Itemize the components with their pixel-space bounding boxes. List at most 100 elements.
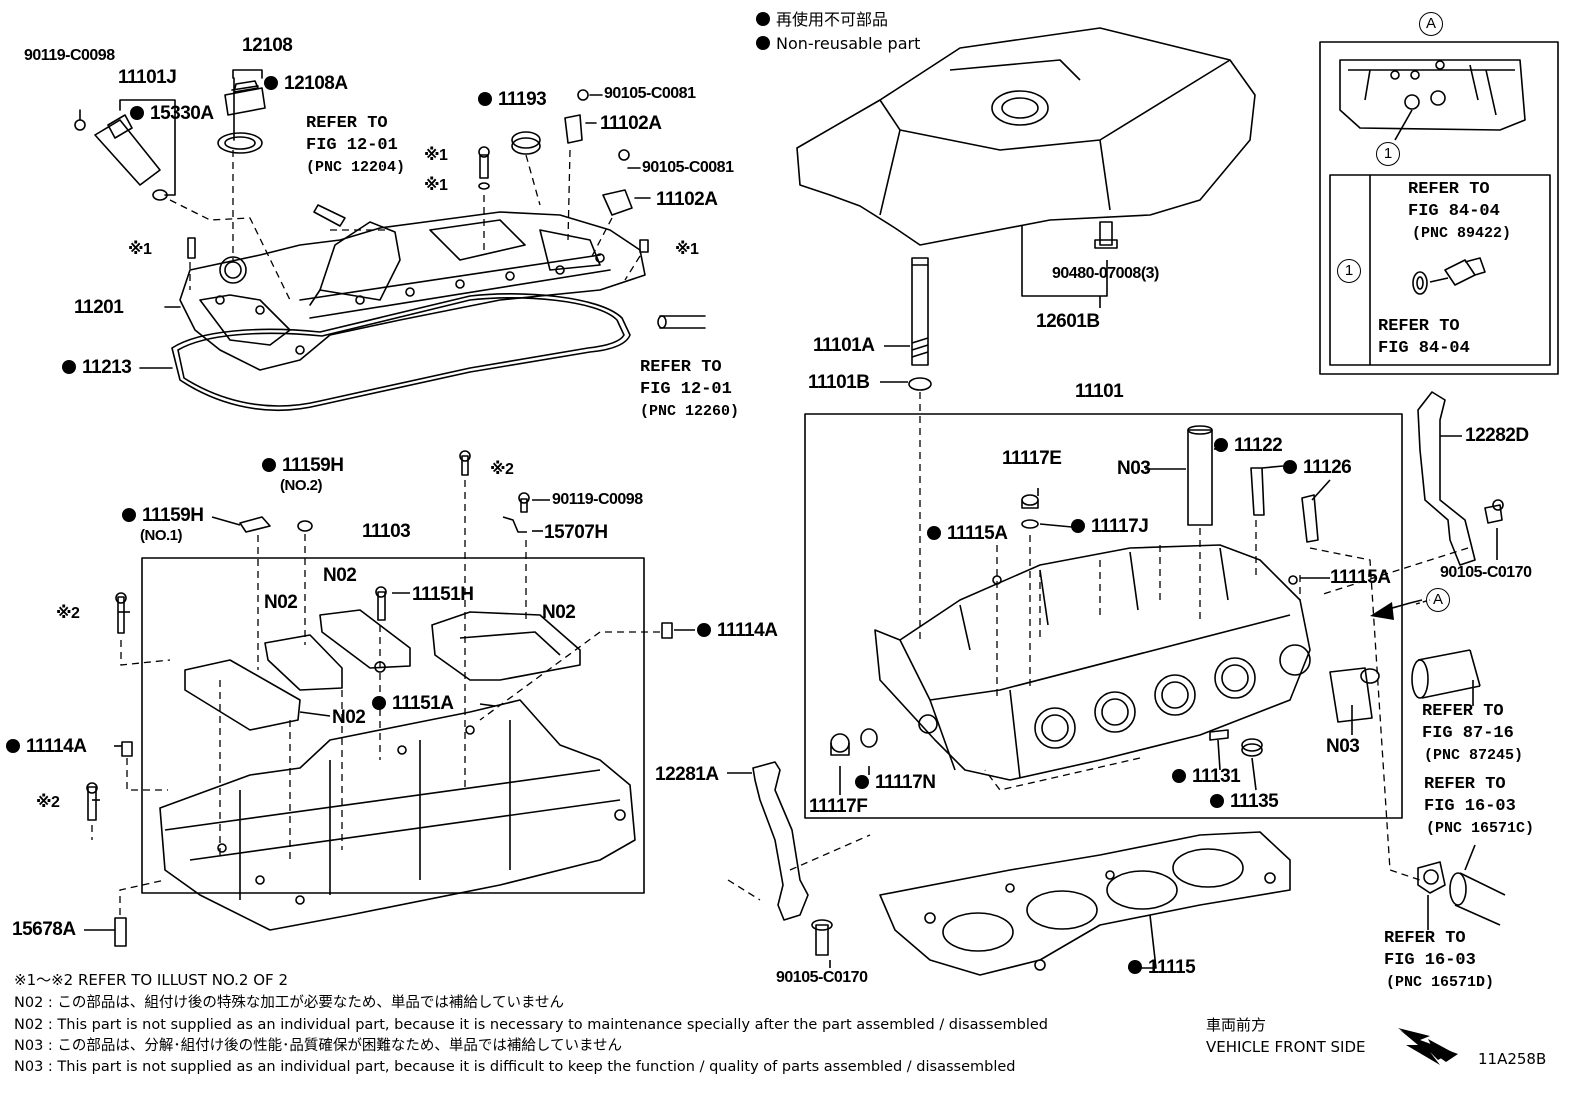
figure-reference[interactable]: REFER TO — [306, 114, 388, 133]
part-label[interactable]: N02 — [332, 707, 366, 728]
part-label[interactable]: 90119-C0098 — [552, 491, 643, 508]
part-label[interactable]: 11114A — [697, 620, 778, 641]
figure-reference[interactable]: REFER TO — [1424, 775, 1506, 794]
part-label[interactable]: 12601B — [1036, 311, 1100, 332]
note-mark: ※1 — [424, 147, 448, 164]
figure-reference[interactable]: REFER TO — [1378, 317, 1460, 336]
part-label[interactable]: 12108 — [242, 35, 293, 56]
part-label[interactable]: 11102A — [600, 113, 662, 134]
camshaft-housing-frame — [141, 557, 645, 894]
figure-reference[interactable]: FIG 12-01 — [640, 380, 732, 399]
part-label[interactable]: 11126 — [1283, 458, 1352, 477]
figure-reference[interactable]: REFER TO — [1408, 180, 1490, 199]
part-label[interactable]: 11135 — [1210, 791, 1279, 812]
part-label[interactable]: 90105-C0081 — [604, 85, 696, 102]
part-label[interactable]: 11117E — [1002, 448, 1062, 469]
part-label[interactable]: 90480-07008(3) — [1052, 265, 1159, 282]
figure-reference[interactable]: REFER TO — [640, 358, 722, 377]
callout-1-marker: 1 — [1337, 259, 1361, 283]
part-label[interactable]: N03 — [1326, 736, 1360, 757]
figure-reference[interactable]: FIG 16-03 — [1384, 951, 1476, 970]
part-label[interactable]: 15330A — [130, 104, 214, 123]
part-label[interactable]: N03 — [1117, 458, 1151, 479]
figure-reference-pnc[interactable]: (PNC 16571D) — [1386, 974, 1495, 991]
part-label[interactable]: 11131 — [1172, 767, 1241, 786]
footnote-reference-illust: ※1～※2 REFER TO ILLUST NO.2 OF 2 — [14, 971, 288, 989]
part-label[interactable]: 11117F — [809, 796, 868, 817]
part-number: 11114A — [717, 620, 778, 641]
part-label[interactable]: N02 — [542, 602, 576, 623]
figure-reference[interactable]: FIG 16-03 — [1424, 797, 1516, 816]
part-label[interactable]: N02 — [264, 592, 298, 613]
callout-1-marker: 1 — [1376, 142, 1400, 166]
part-label[interactable]: 11115A — [927, 524, 1008, 543]
camshaft-cap-shape — [184, 659, 301, 731]
engine-hanger-front-shape — [752, 761, 809, 921]
part-label[interactable]: 11101 — [1075, 381, 1124, 402]
footnote-n03-jp: N03 : この部品は、分解･組付け後の性能･品質確保が困難なため、単品では補給… — [14, 1038, 623, 1054]
diagram-id: 11A258B — [1478, 1050, 1547, 1068]
part-number: 11122 — [1234, 435, 1283, 456]
footnote-n03-en: N03 : This part is not supplied as an in… — [14, 1059, 1016, 1075]
note-mark: ※2 — [36, 794, 60, 811]
bullet-icon — [1283, 460, 1297, 474]
note-mark: ※1 — [128, 241, 152, 258]
bullet-icon — [1210, 794, 1224, 808]
part-number: 11159H — [282, 455, 344, 476]
part-label[interactable]: 11102A — [656, 189, 718, 210]
part-label[interactable]: 11103 — [362, 521, 411, 542]
figure-reference-pnc[interactable]: (PNC 12260) — [640, 403, 740, 420]
figure-reference[interactable]: FIG 87-16 — [1422, 724, 1514, 743]
figure-reference-pnc[interactable]: (PNC 12204) — [306, 159, 406, 176]
footnote-n02-en: N02 : This part is not supplied as an in… — [14, 1017, 1048, 1033]
bullet-icon — [62, 360, 76, 374]
camshaft-housing-shape — [159, 699, 636, 931]
part-label[interactable]: 11122 — [1214, 435, 1283, 456]
part-label[interactable]: 12281A — [655, 764, 719, 785]
part-label[interactable]: 11151H — [412, 584, 474, 605]
part-label[interactable]: 11101A — [813, 335, 875, 356]
part-label[interactable]: 11159H — [122, 506, 204, 525]
note-mark: ※1 — [675, 241, 699, 258]
figure-reference-pnc[interactable]: (PNC 87245) — [1424, 747, 1524, 764]
part-label[interactable]: N02 — [323, 565, 357, 586]
part-label[interactable]: 11115 — [1128, 958, 1196, 977]
figure-reference[interactable]: REFER TO — [1384, 929, 1466, 948]
part-label[interactable]: 11213 — [62, 358, 132, 377]
engine-cover-shape — [796, 27, 1256, 246]
part-label[interactable]: 11117J — [1071, 516, 1149, 537]
part-label[interactable]: 11114A — [6, 737, 87, 756]
figure-reference[interactable]: FIG 84-04 — [1408, 202, 1500, 221]
head-gasket-shape — [879, 831, 1291, 976]
figure-reference[interactable]: REFER TO — [1422, 702, 1504, 721]
figure-reference-pnc[interactable]: (PNC 16571C) — [1426, 820, 1535, 837]
part-label[interactable]: 90105-C0081 — [642, 159, 734, 176]
part-label[interactable]: 90105-C0170 — [1440, 564, 1532, 581]
figure-reference-pnc[interactable]: (PNC 89422) — [1412, 225, 1512, 242]
figure-reference[interactable]: FIG 84-04 — [1378, 339, 1470, 358]
part-label[interactable]: 11159H — [262, 455, 344, 476]
part-label[interactable]: 15707H — [544, 522, 608, 543]
part-label[interactable]: 11101B — [808, 372, 870, 393]
part-label[interactable]: 11115A — [1330, 567, 1391, 588]
part-label[interactable]: 12282D — [1465, 425, 1529, 446]
part-label[interactable]: 90119-C0098 — [24, 47, 115, 64]
part-label[interactable]: 11193 — [478, 90, 547, 109]
part-label[interactable]: 15678A — [12, 919, 76, 940]
part-number: 11135 — [1230, 791, 1279, 812]
part-label[interactable]: 11117N — [855, 773, 936, 792]
part-label[interactable]: 90105-C0170 — [776, 969, 868, 986]
part-number: 15330A — [150, 103, 214, 124]
part-number: 11117J — [1091, 516, 1149, 537]
legend-text-jp: 再使用不可部品 — [776, 10, 889, 29]
footnote-n02-jp: N02 : この部品は、組付け後の特殊な加工が必要なため、単品では補給していませ… — [14, 995, 565, 1011]
bullet-icon — [262, 458, 276, 472]
note-mark: ※2 — [490, 461, 514, 478]
part-label[interactable]: 12108A — [264, 74, 348, 93]
part-label[interactable]: 11101J — [118, 67, 177, 88]
part-label[interactable]: 11151A — [372, 694, 454, 713]
part-label[interactable]: 11201 — [74, 297, 124, 318]
bullet-icon — [1214, 438, 1228, 452]
figure-reference[interactable]: FIG 12-01 — [306, 136, 398, 155]
